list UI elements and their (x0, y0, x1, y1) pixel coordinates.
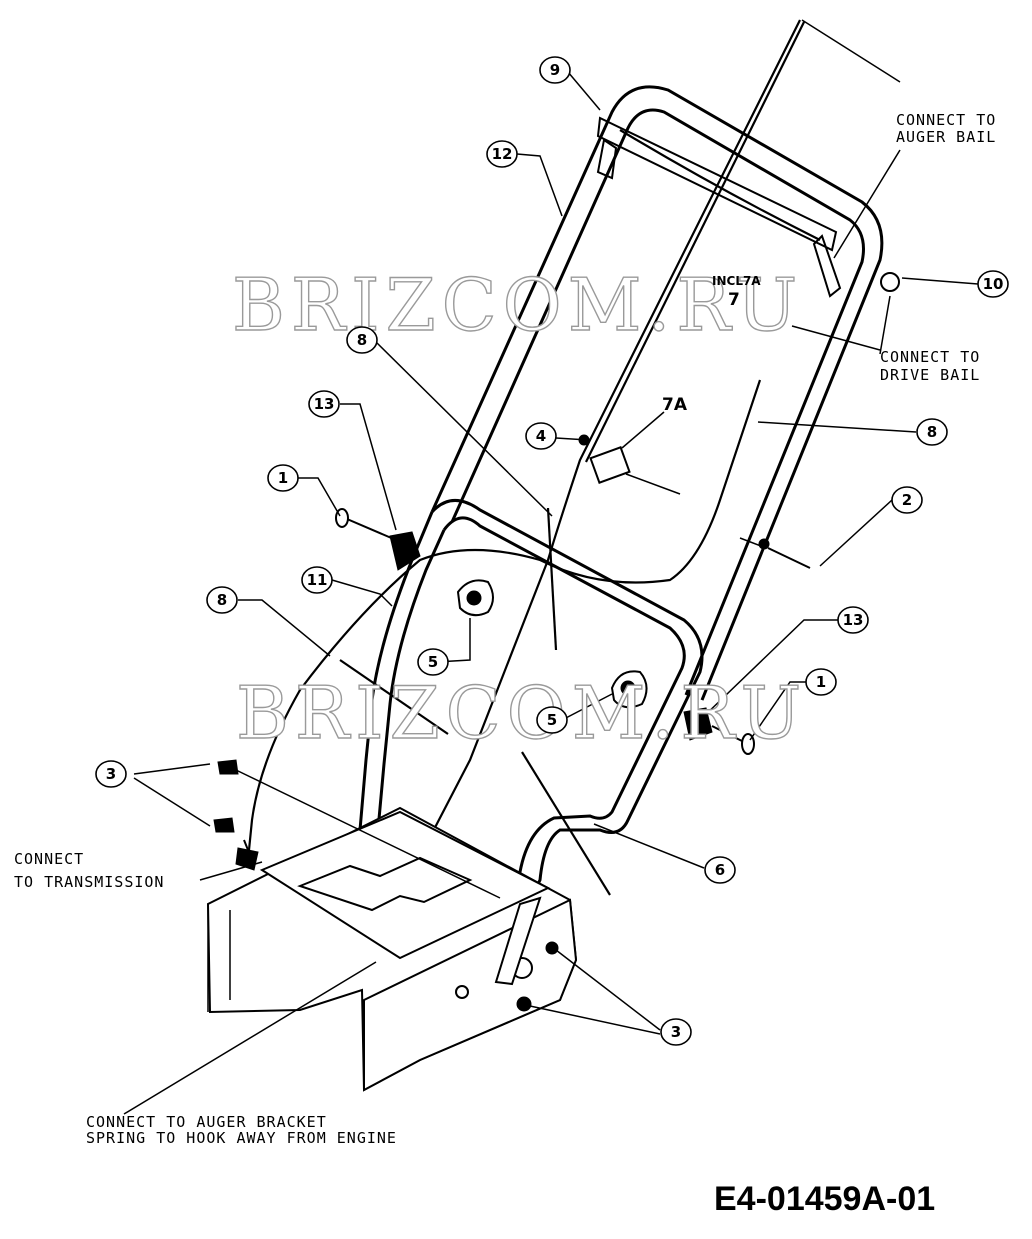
part-code: E4-01459A-01 (714, 1180, 935, 1218)
watermark-top: BRIZCOM.RU (232, 263, 803, 347)
callout-6-label: 6 (715, 861, 725, 879)
callout-3-left-label: 3 (106, 765, 116, 783)
callout-5-upper-label: 5 (428, 653, 438, 671)
callout-8-left-label: 8 (217, 591, 227, 609)
callout-9-label: 9 (550, 61, 560, 79)
callout-5-lower: 5 (536, 706, 568, 734)
callout-3-right-label: 3 (671, 1023, 681, 1041)
leader-lines (123, 19, 979, 1115)
watermark-bottom: BRIZCOM.RU (236, 671, 807, 755)
callout-2-label: 2 (902, 491, 912, 509)
note-auger-bracket-line1: CONNECT TO AUGER BRACKET (86, 1113, 327, 1131)
note-transmission-line1: CONNECT (14, 850, 84, 868)
callout-3-right: 3 (660, 1018, 692, 1046)
upper-handle (430, 85, 884, 701)
callout-5-lower-label: 5 (547, 711, 557, 729)
callout-8-left: 8 (206, 586, 238, 614)
callout-13-right-label: 13 (843, 611, 864, 629)
callout-1-right: 1 (805, 668, 837, 696)
note-drive-bail-line1: CONNECT TO (880, 348, 980, 366)
callout-11-label: 11 (307, 571, 328, 589)
callout-1-right-label: 1 (816, 673, 826, 691)
label-incl7a: INCL7A (712, 274, 761, 288)
note-auger-bail-line1: CONNECT TO (896, 111, 996, 129)
callout-12: 12 (486, 140, 518, 168)
callout-1-left: 1 (267, 464, 299, 492)
callout-1-left-label: 1 (278, 469, 288, 487)
callout-4-label: 4 (536, 427, 546, 445)
callout-13-left: 13 (308, 390, 340, 418)
callout-13-left-label: 13 (314, 395, 335, 413)
callout-13-right: 13 (837, 606, 869, 634)
callout-10: 10 (977, 270, 1009, 298)
callout-12-label: 12 (492, 145, 513, 163)
callout-4: 4 (525, 422, 557, 450)
callout-9: 9 (539, 56, 571, 84)
note-drive-bail-line2: DRIVE BAIL (880, 366, 980, 384)
note-auger-bracket-line2: SPRING TO HOOK AWAY FROM ENGINE (86, 1129, 397, 1147)
label-7: 7 (728, 290, 740, 310)
cables (246, 19, 821, 896)
label-7a: 7A (662, 395, 688, 415)
callout-5-upper: 5 (417, 648, 449, 676)
callout-8-right-label: 8 (927, 423, 937, 441)
callout-6: 6 (704, 856, 736, 884)
note-auger-bail-line2: AUGER BAIL (896, 128, 996, 146)
callout-10-label: 10 (983, 275, 1004, 293)
callout-8-right: 8 (916, 418, 948, 446)
base-plates (206, 806, 578, 1092)
callout-3-left: 3 (95, 760, 127, 788)
note-transmission-line2: TO TRANSMISSION (14, 873, 164, 891)
callout-8-top-label: 8 (357, 331, 367, 349)
callout-11: 11 (301, 566, 333, 594)
callout-2: 2 (891, 486, 923, 514)
callout-8-top: 8 (346, 326, 378, 354)
